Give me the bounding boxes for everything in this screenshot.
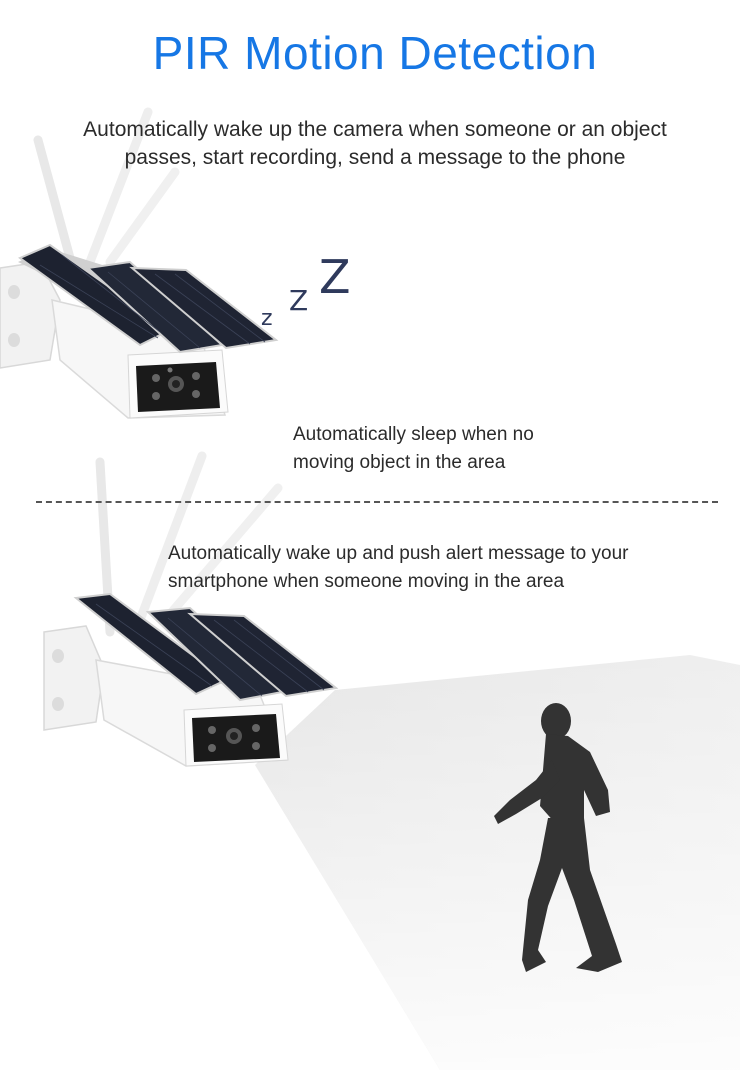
walking-person-silhouette [494,703,622,972]
section-divider [36,501,718,503]
intro-line-1: Automatically wake up the camera when so… [83,118,667,141]
wake-line-1: Automatically wake up and push alert mes… [168,543,629,564]
zzz-small: z [261,306,273,331]
zzz-large: Z [319,250,351,304]
page-title: PIR Motion Detection [152,27,598,79]
camera-active [43,451,339,767]
wake-line-2: smartphone when someone moving in the ar… [168,571,565,592]
sleep-zzz-icon: z Z Z [255,250,365,340]
wake-caption: Automatically wake up and push alert mes… [168,540,728,596]
intro-line-2: passes, start recording, send a message … [124,146,626,169]
detection-beam [255,655,740,1070]
sleep-line-1: Automatically sleep when no [293,424,534,445]
sleep-caption: Automatically sleep when no moving objec… [293,421,613,477]
sleep-line-2: moving object in the area [293,452,506,473]
zzz-medium: Z [289,284,309,317]
intro-description: Automatically wake up the camera when so… [20,116,730,172]
camera-sleeping [0,107,279,419]
